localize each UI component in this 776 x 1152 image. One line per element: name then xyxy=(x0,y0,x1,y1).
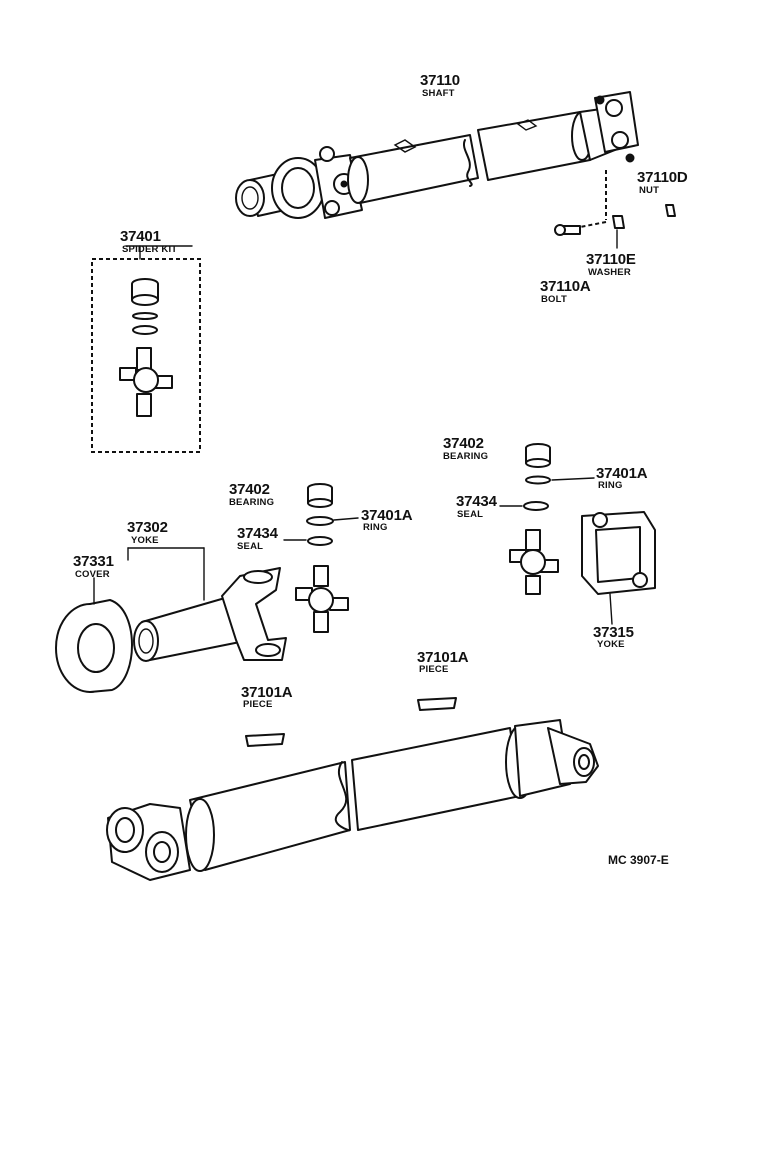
part-name-piece-left: PIECE xyxy=(243,699,273,710)
part-number-nut: 37110D xyxy=(637,169,688,186)
part-number-slip-yoke: 37302 xyxy=(127,519,168,536)
part-name-piece-right: PIECE xyxy=(419,664,449,675)
bottom-shaft-drawing xyxy=(106,719,599,881)
shaft-assembly-drawing xyxy=(235,91,676,249)
piece-drawings xyxy=(245,697,457,747)
part-number-bearing-left: 37402 xyxy=(229,481,270,498)
part-number-bearing-right: 37402 xyxy=(443,435,484,452)
part-number-cover: 37331 xyxy=(73,553,114,570)
part-number-flange-yoke: 37315 xyxy=(593,624,634,641)
part-number-ring-right: 37401A xyxy=(596,465,648,482)
part-name-ring-right: RING xyxy=(598,480,623,491)
part-name-spider-kit: SPIDER KIT xyxy=(122,244,178,255)
spider-kit-drawing xyxy=(91,245,201,453)
part-number-piece-right: 37101A xyxy=(417,649,469,666)
part-name-seal-left: SEAL xyxy=(237,541,264,552)
part-name-cover: COVER xyxy=(75,569,110,580)
part-number-seal-left: 37434 xyxy=(237,525,278,542)
part-name-bearing-left: BEARING xyxy=(229,497,275,508)
part-name-slip-yoke: YOKE xyxy=(131,535,159,546)
part-name-bearing-right: BEARING xyxy=(443,451,489,462)
part-number-bolt: 37110A xyxy=(540,278,591,295)
part-number-seal-right: 37434 xyxy=(456,493,497,510)
part-name-washer: WASHER xyxy=(588,267,631,278)
part-number-spider-kit: 37401 xyxy=(120,228,161,245)
slip-yoke-group-drawing xyxy=(55,483,359,693)
part-name-flange-yoke: YOKE xyxy=(597,639,625,650)
part-name-bolt: BOLT xyxy=(541,294,567,305)
part-name-shaft: SHAFT xyxy=(422,88,455,99)
part-number-shaft: 37110 xyxy=(420,72,460,89)
part-name-ring-left: RING xyxy=(363,522,388,533)
part-name-nut: NUT xyxy=(639,185,660,196)
right-spider-group-drawing xyxy=(499,443,656,625)
part-number-ring-left: 37401A xyxy=(361,507,413,524)
diagram-reference-code: MC 3907-E xyxy=(608,853,669,867)
part-name-seal-right: SEAL xyxy=(457,509,484,520)
part-number-piece-left: 37101A xyxy=(241,684,293,701)
part-number-washer: 37110E xyxy=(586,251,636,268)
